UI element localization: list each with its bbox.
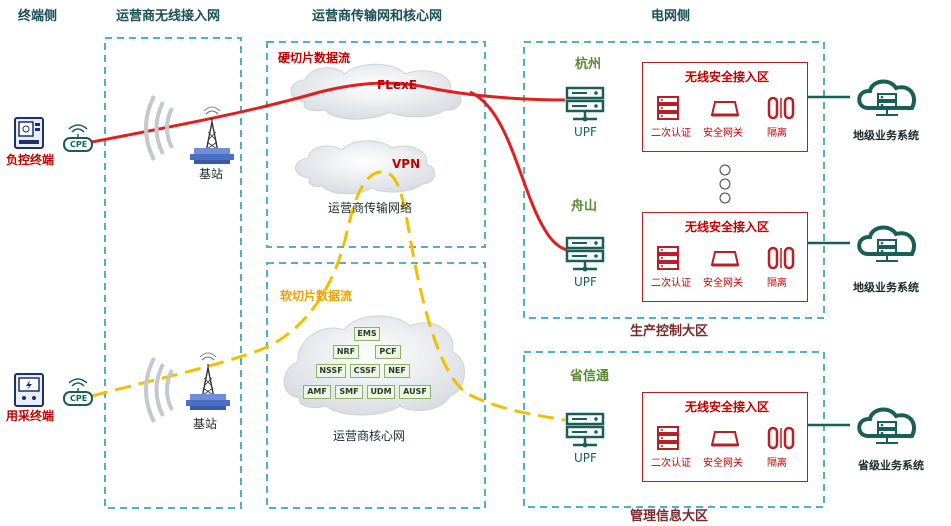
nf-nssf: NSSF xyxy=(316,364,346,378)
zone-title: 无线安全接入区 xyxy=(685,220,770,234)
ellipsis-dot xyxy=(719,178,731,190)
gateway-icon xyxy=(710,431,740,452)
auth-server-icon xyxy=(657,96,679,123)
nf-pcf: PCF xyxy=(375,345,401,359)
production-control-region-label: 生产控制大区 xyxy=(630,324,709,339)
nf-nef: NEF xyxy=(384,364,410,378)
province-business-system-icon xyxy=(857,407,917,445)
base-station-bottom-label: 基站 xyxy=(193,417,218,431)
city-business-system-1-label: 地级业务系统 xyxy=(853,129,919,142)
upf-province-icon xyxy=(565,412,605,449)
security-gateway-label: 安全网关 xyxy=(703,458,743,469)
flexe-label: FLexE xyxy=(377,78,417,92)
hard-slice-title: 硬切片数据流 xyxy=(278,51,351,65)
vpn-label: VPN xyxy=(392,157,421,171)
zone-title: 无线安全接入区 xyxy=(685,70,770,84)
base-station-top-label: 基站 xyxy=(199,167,224,181)
soft-slice-flow-line xyxy=(91,170,566,422)
hard-slice-flow-line-zhoushan xyxy=(469,90,568,252)
upf-hangzhou-icon xyxy=(565,86,605,123)
nf-smf: SMF xyxy=(335,385,363,399)
wireless-waves-bottom xyxy=(144,356,174,424)
metering-terminal-icon xyxy=(14,373,44,407)
nf-ausf: AUSF xyxy=(399,385,431,399)
nf-amf: AMF xyxy=(303,385,331,399)
load-control-terminal-label: 负控终端 xyxy=(6,153,55,167)
core-network-region xyxy=(266,262,486,509)
upf-province-label: UPF xyxy=(574,451,597,465)
soft-slice-title: 软切片数据流 xyxy=(280,289,353,303)
secure-access-zone-hangzhou: 无线安全接入区 二次认证 安全网关 隔离 xyxy=(642,62,808,152)
grid-side-header: 电网侧 xyxy=(651,9,691,24)
nf-ems: EMS xyxy=(354,327,380,341)
flexe-cloud xyxy=(290,63,462,120)
upf-hangzhou-label: UPF xyxy=(574,125,597,139)
wireless-access-region xyxy=(104,37,242,509)
isolation-label: 隔离 xyxy=(767,278,787,289)
metering-terminal-label: 用采终端 xyxy=(6,409,55,423)
security-gateway-label: 安全网关 xyxy=(703,278,743,289)
upf-zhoushan-label: UPF xyxy=(574,275,597,289)
ellipsis-dot xyxy=(719,192,731,204)
city-business-system-2-label: 地级业务系统 xyxy=(853,281,919,294)
isolation-label: 隔离 xyxy=(767,128,787,139)
security-gateway-label: 安全网关 xyxy=(703,128,743,139)
gateway-icon xyxy=(710,251,740,272)
management-info-region xyxy=(523,351,825,508)
hard-slice-flow-line-hangzhou xyxy=(91,81,566,144)
isolation-icon xyxy=(767,96,795,123)
secure-access-zone-zhoushan: 无线安全接入区 二次认证 安全网关 隔离 xyxy=(642,212,808,302)
cpe-top-label: CPE xyxy=(70,140,88,149)
isolation-icon xyxy=(767,426,795,453)
site-zhoushan-label: 舟山 xyxy=(571,199,598,214)
auth-server-icon xyxy=(657,246,679,273)
site-hangzhou-label: 杭州 xyxy=(575,57,602,72)
secondary-auth-label: 二次认证 xyxy=(651,278,691,289)
nf-cssf: CSSF xyxy=(350,364,380,378)
isolation-label: 隔离 xyxy=(767,458,787,469)
management-info-region-label: 管理信息大区 xyxy=(630,509,709,524)
terminal-side-header: 终端侧 xyxy=(18,9,58,24)
province-business-system-label: 省级业务系统 xyxy=(858,459,924,472)
core-network-label: 运营商核心网 xyxy=(333,429,406,443)
cpe-bottom-label: CPE xyxy=(70,394,88,403)
city-business-system-1-icon xyxy=(857,79,917,117)
cpe-bottom-icon xyxy=(63,378,93,406)
vpn-cloud xyxy=(295,140,436,195)
nf-udm: UDM xyxy=(367,385,395,399)
transport-network-label: 运营商传输网络 xyxy=(328,201,413,215)
nf-nrf: NRF xyxy=(333,345,359,359)
wireless-access-header: 运营商无线接入网 xyxy=(116,9,221,24)
load-control-terminal-icon xyxy=(14,117,44,149)
gateway-icon xyxy=(710,101,740,122)
secure-access-zone-province: 无线安全接入区 二次认证 安全网关 隔离 xyxy=(642,392,808,482)
isolation-icon xyxy=(767,246,795,273)
secondary-auth-label: 二次认证 xyxy=(651,128,691,139)
zone-title: 无线安全接入区 xyxy=(685,400,770,414)
auth-server-icon xyxy=(657,426,679,453)
transport-core-header: 运营商传输网和核心网 xyxy=(312,9,443,24)
cpe-top-icon xyxy=(63,124,93,152)
site-province-label: 省信通 xyxy=(570,369,610,384)
upf-zhoushan-icon xyxy=(565,236,605,273)
transport-network-region xyxy=(266,41,486,248)
city-business-system-2-icon xyxy=(857,225,917,263)
secondary-auth-label: 二次认证 xyxy=(651,458,691,469)
ellipsis-dot xyxy=(719,164,731,176)
